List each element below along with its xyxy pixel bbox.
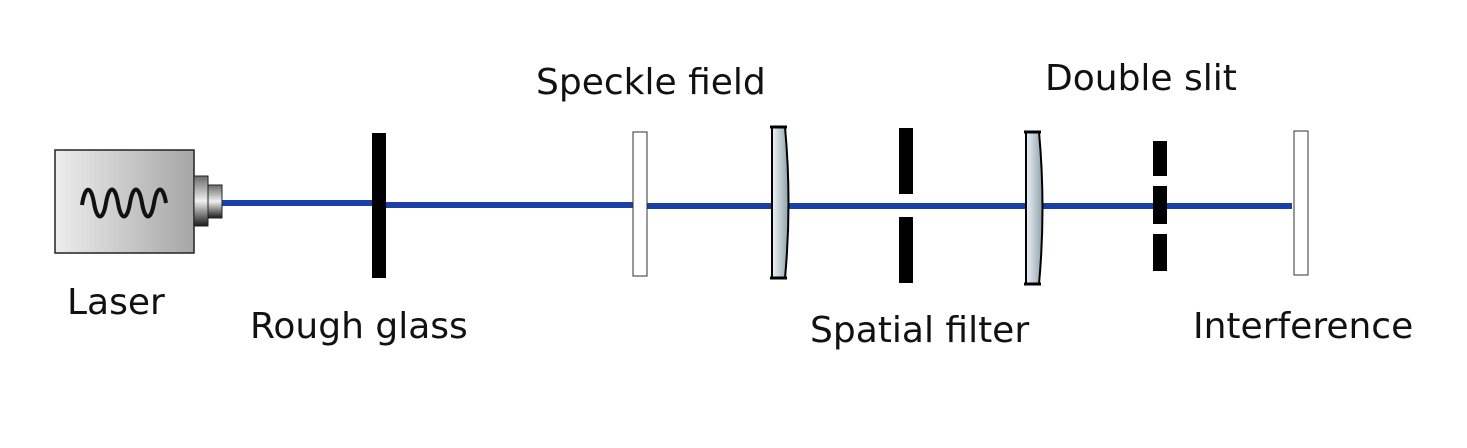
double-slit-label: Double slit [1045,58,1237,99]
rough-glass-label: Rough glass [250,306,468,347]
laser-beam [220,200,1292,209]
laser-nozzle-outer [193,175,209,227]
interference-screen [1293,130,1309,276]
speckle-field-screen [632,131,648,277]
lens-1 [770,125,790,280]
rough-glass-plate [372,133,386,278]
aperture-lower [899,217,913,283]
slit-bar-bottom [1153,234,1167,271]
spatial-filter-aperture [899,128,913,283]
double-slit [1153,141,1167,271]
laser-label: Laser [67,282,165,323]
laser-nozzle-inner [207,184,223,219]
speckle-field-label: Speckle field [536,62,766,103]
interference-label: Interference [1193,306,1413,347]
aperture-upper [899,128,913,194]
laser-source [54,149,223,254]
lens-2 [1024,130,1044,286]
slit-bar-middle [1153,186,1167,224]
laser-body [54,149,195,254]
spatial-filter-label: Spatial filter [810,310,1029,351]
sine-wave-icon [80,187,168,219]
slit-bar-top [1153,141,1167,176]
